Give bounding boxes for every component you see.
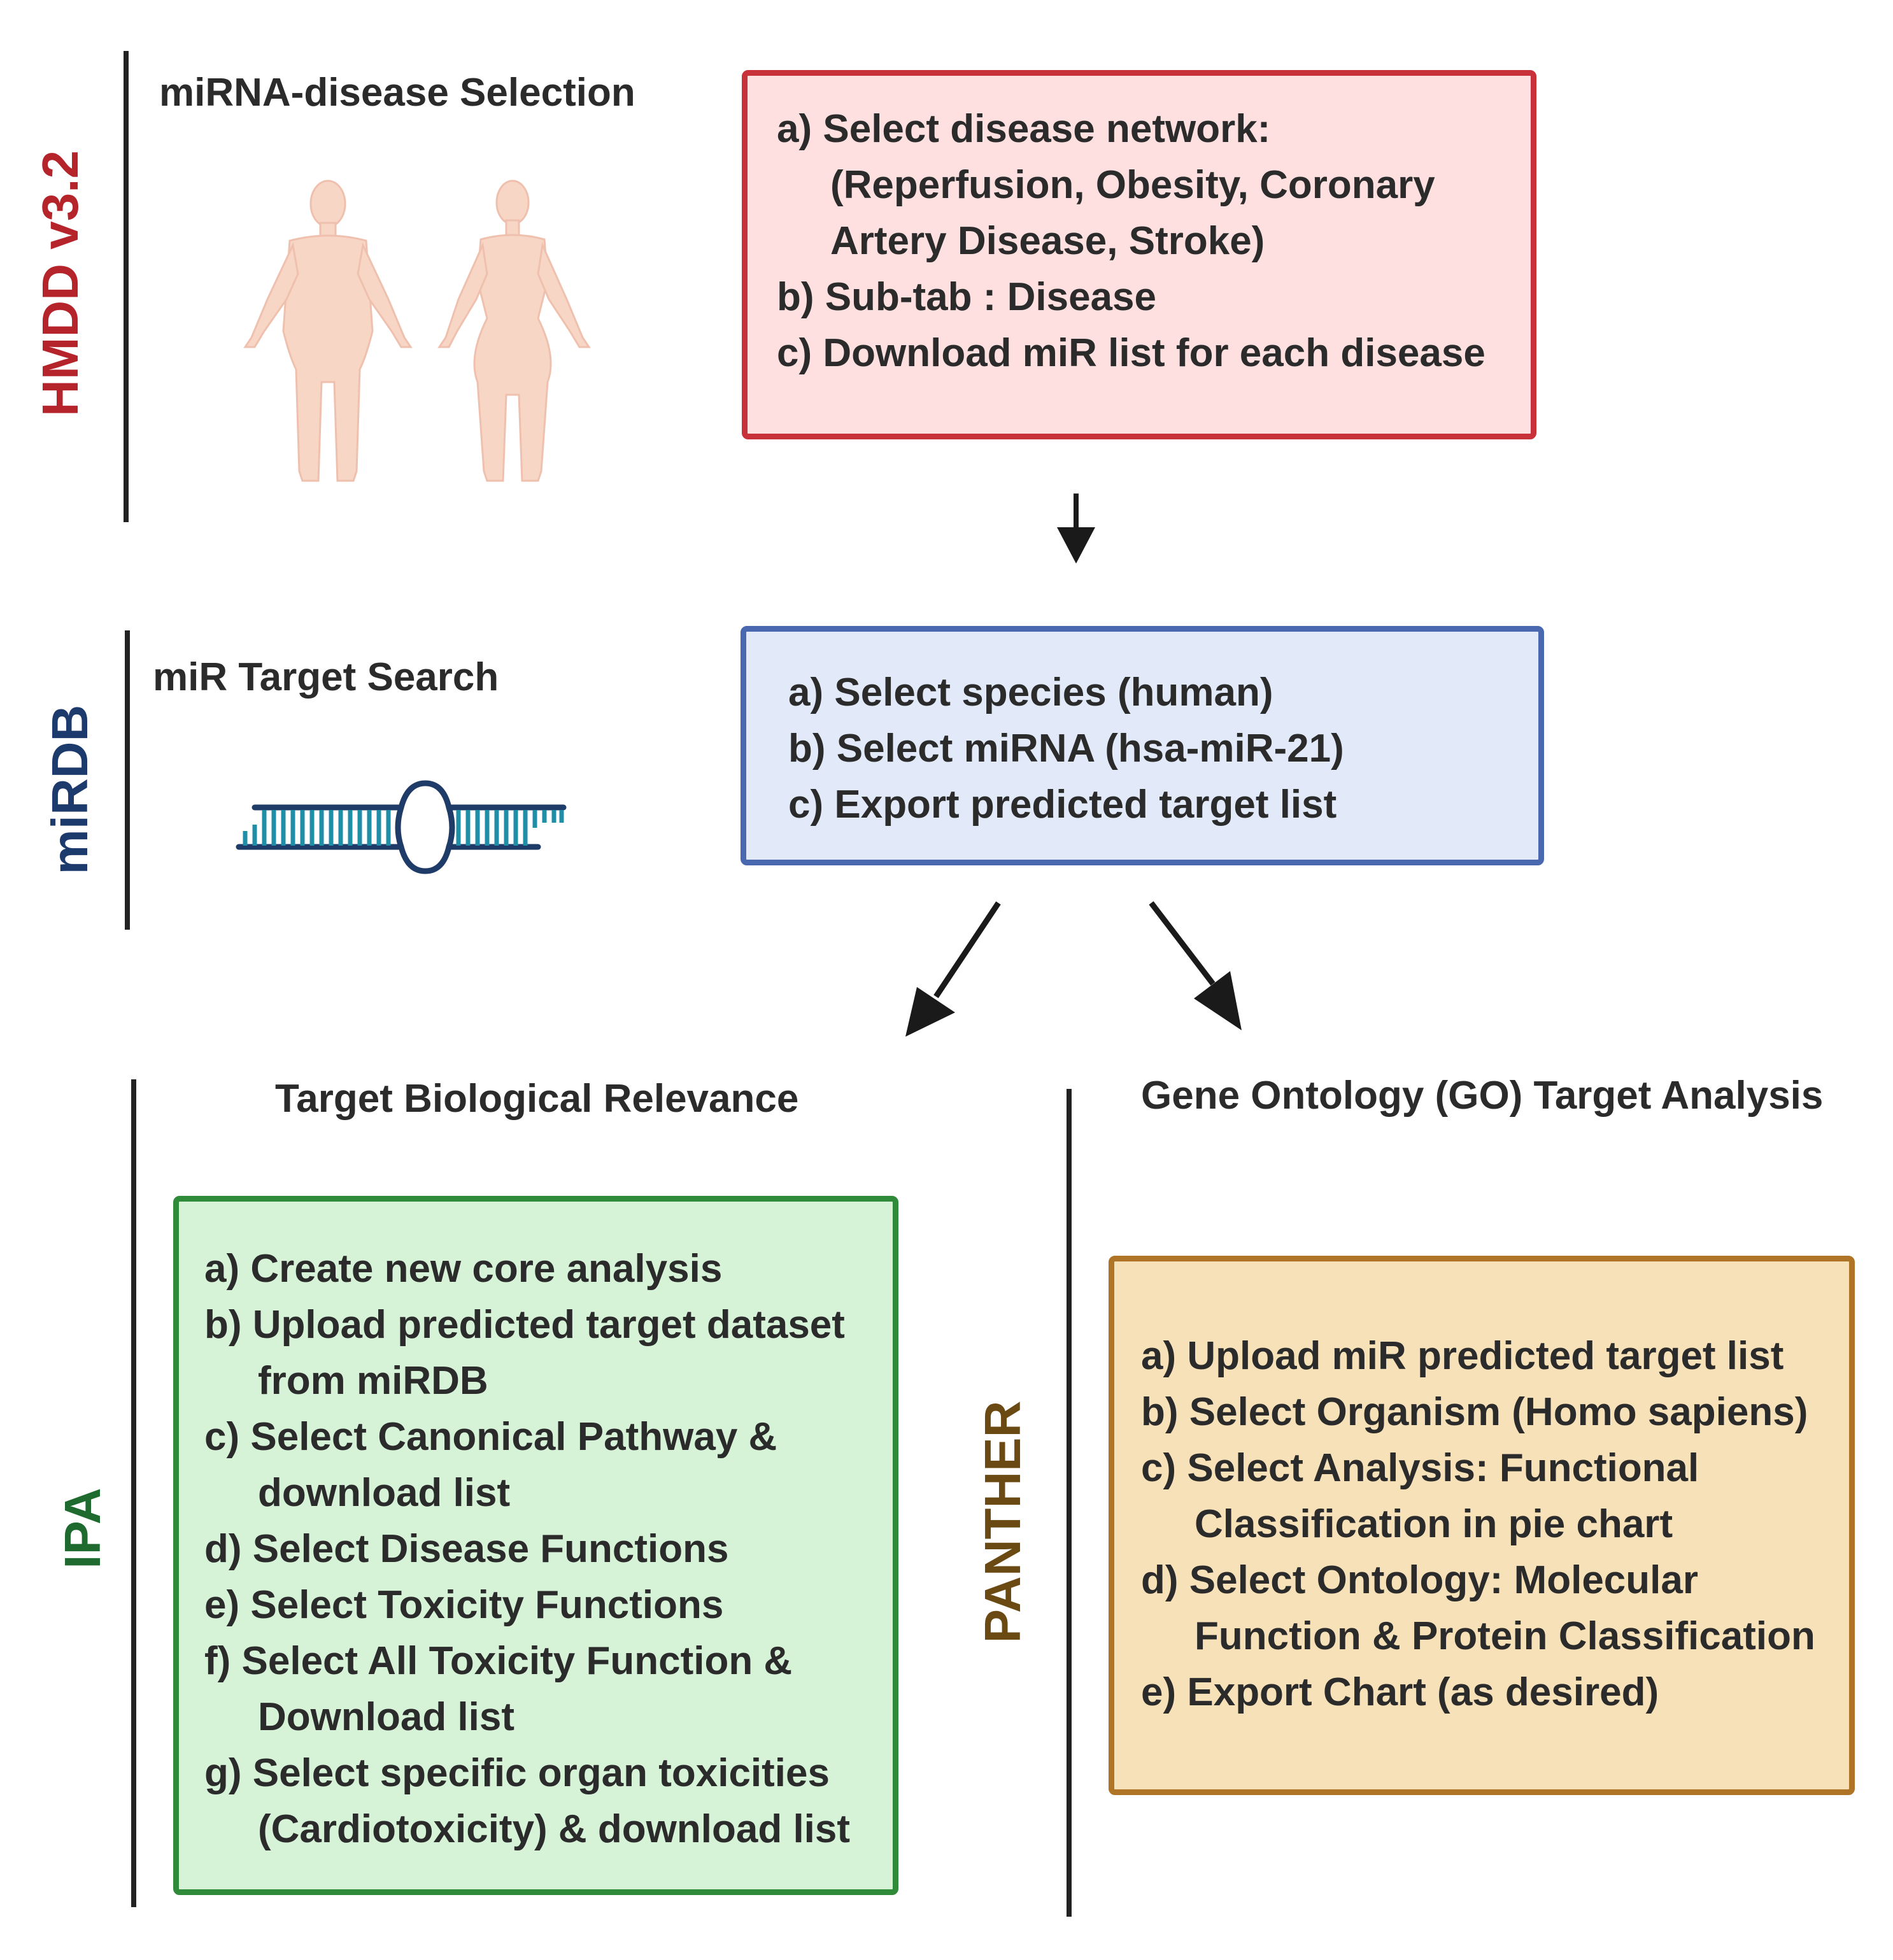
step-text: f) Select All Toxicity Function & <box>204 1639 793 1683</box>
ipa-divider <box>131 1079 136 1907</box>
step-item: a) Select species (human) <box>788 665 1538 721</box>
step-continuation-text: Classification in pie chart <box>1195 1502 1673 1546</box>
step-text: b) Upload predicted target dataset <box>204 1303 845 1347</box>
ipa-steps-box: a) Create new core analysis b) Upload pre… <box>173 1196 898 1895</box>
step-item: a) Create new core analysis <box>204 1241 893 1297</box>
panther-divider <box>1067 1089 1072 1917</box>
step-item: c) Select Canonical Pathway & download li… <box>204 1409 893 1521</box>
step-text: a) Select disease network: <box>777 107 1271 151</box>
mirdb-steps-box: a) Select species (human) b) Select miRNA… <box>741 626 1544 865</box>
step-text: e) Export Chart (as desired) <box>1141 1670 1659 1714</box>
step-item: b) Sub-tab : Disease <box>777 269 1531 325</box>
step-text: e) Select Toxicity Functions <box>204 1583 724 1627</box>
step-text: d) Select Ontology: Molecular <box>1141 1558 1698 1602</box>
ipa-heading: Target Biological Relevance <box>275 1077 799 1121</box>
step-item: a) Upload miR predicted target list <box>1141 1328 1849 1384</box>
panther-side-label: PANTHER <box>974 1400 1031 1644</box>
hmdd-heading: miRNA-disease Selection <box>159 71 635 115</box>
step-item: c) Download miR list for each disease <box>777 325 1531 381</box>
step-continuation-text: Function & Protein Classification <box>1195 1614 1815 1658</box>
step-text: b) Sub-tab : Disease <box>777 275 1156 319</box>
step-text: a) Upload miR predicted target list <box>1141 1334 1784 1378</box>
ipa-side-label: IPA <box>54 1488 111 1569</box>
step-text: c) Select Analysis: Functional <box>1141 1446 1699 1490</box>
arrow-down-icon <box>1057 494 1095 564</box>
step-item: d) Select Disease Functions <box>204 1521 893 1577</box>
step-text: a) Create new core analysis <box>204 1247 723 1291</box>
step-item: a) Select disease network: (Reperfusion, … <box>777 101 1531 269</box>
panther-heading: Gene Ontology (GO) Target Analysis <box>1141 1074 1824 1118</box>
step-item: e) Export Chart (as desired) <box>1141 1665 1849 1721</box>
human-body-male-icon <box>243 180 413 482</box>
arrow-down-left-icon <box>905 901 1001 1037</box>
mirdb-heading: miR Target Search <box>153 655 499 699</box>
panther-steps-box: a) Upload miR predicted target list b) Se… <box>1109 1256 1855 1795</box>
step-text: b) Select Organism (Homo sapiens) <box>1141 1390 1808 1434</box>
step-text: c) Download miR list for each disease <box>777 331 1485 375</box>
step-text: c) Select Canonical Pathway & <box>204 1415 777 1459</box>
hmdd-steps-box: a) Select disease network: (Reperfusion, … <box>742 70 1536 439</box>
step-item: c) Export predicted target list <box>788 777 1538 833</box>
step-text: g) Select specific organ toxicities <box>204 1751 830 1795</box>
mirdb-divider <box>125 630 130 930</box>
step-item: b) Select Organism (Homo sapiens) <box>1141 1384 1849 1440</box>
step-text: c) Export predicted target list <box>788 783 1337 827</box>
step-continuation-text: from miRDB <box>258 1359 488 1403</box>
step-continuation-text: Download list <box>258 1695 514 1739</box>
hmdd-divider <box>124 51 129 522</box>
arrow-down-right-icon <box>1149 901 1242 1030</box>
step-continuation-text: (Reperfusion, Obesity, Coronary <box>830 163 1435 207</box>
step-continuation-text: (Cardiotoxicity) & download list <box>258 1807 851 1851</box>
rna-base-pairs <box>243 810 564 846</box>
step-continuation-text: download list <box>258 1471 511 1515</box>
step-text: b) Select miRNA (hsa-miR-21) <box>788 727 1344 771</box>
step-item: b) Upload predicted target dataset from m… <box>204 1297 893 1409</box>
step-text: a) Select species (human) <box>788 671 1273 714</box>
step-item: b) Select miRNA (hsa-miR-21) <box>788 721 1538 777</box>
step-continuation-text: Artery Disease, Stroke) <box>830 219 1265 263</box>
step-item: e) Select Toxicity Functions <box>204 1577 893 1633</box>
human-body-female-icon <box>437 180 591 482</box>
step-item: f) Select All Toxicity Function & Downloa… <box>204 1633 893 1745</box>
step-text: d) Select Disease Functions <box>204 1527 729 1571</box>
step-item: g) Select specific organ toxicities (Card… <box>204 1745 893 1857</box>
